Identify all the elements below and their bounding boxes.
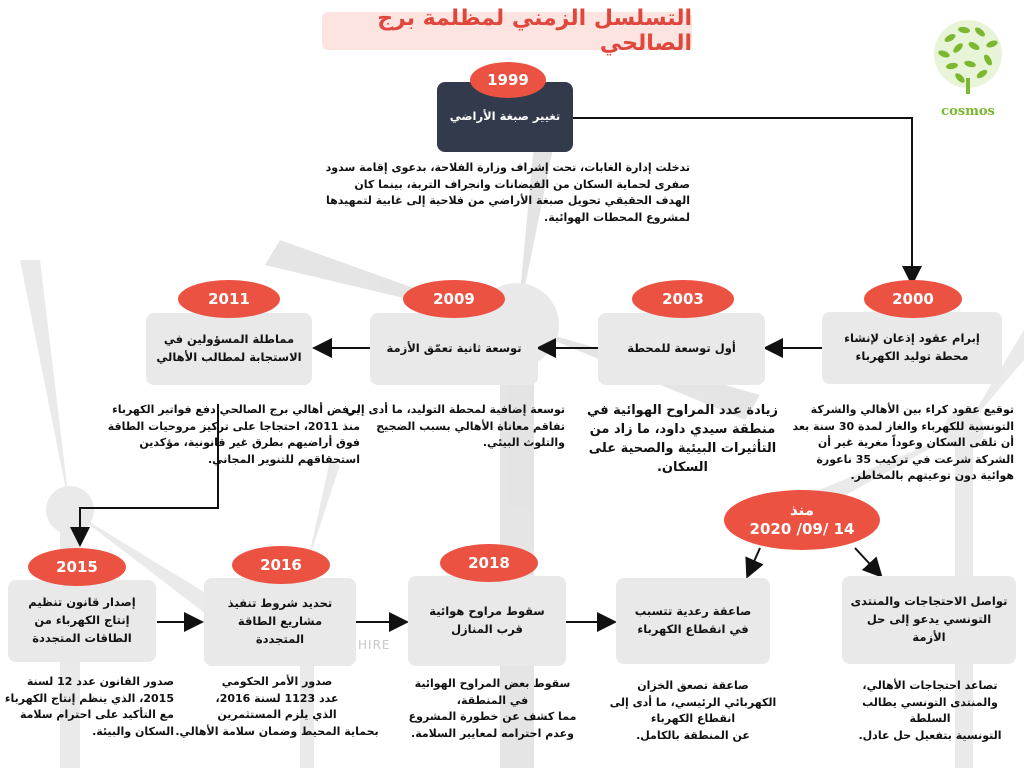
year-badge-2015: 2015 <box>28 548 126 586</box>
event-box-2018: سقوط مراوح هوائية قرب المنازل <box>408 576 566 666</box>
year-badge-2018: 2018 <box>440 544 538 582</box>
event-desc-2009: توسعة إضافية لمحطة التوليد، ما أدى إلى ت… <box>345 403 565 449</box>
event-desc-2011: يرفض أهالي برج الصالحي دفع فواتير الكهرب… <box>107 403 360 466</box>
year-badge-2000: 2000 <box>864 280 962 318</box>
since-date: 2020 /09/ 14 <box>749 520 855 538</box>
event-box-2015: إصدار قانون تنظيم إنتاج الكهرباء من الطا… <box>8 580 156 662</box>
event-box-2009: توسعة ثانية تعمّق الأزمة <box>370 313 538 385</box>
event-desc-2018: سقوط بعض المراوح الهوائية في المنطقة، مم… <box>408 677 577 740</box>
year-badge-2009: 2009 <box>403 280 505 318</box>
year-badge-2016: 2016 <box>232 546 330 584</box>
tree-logo-icon <box>934 20 1002 94</box>
event-desc-2000: توقيع عقود كراء بين الأهالي والشركة التو… <box>792 403 1014 482</box>
event-box-lightning: صاعقة رعدية تتسبب في انقطاع الكهرباء <box>616 578 770 664</box>
page-title: التسلسل الزمني لمظلمة برج الصالحي <box>322 6 692 56</box>
event-desc-lightning: صاعقة تصعق الخزان الكهربائي الرئيسي، ما … <box>609 679 777 742</box>
cosmos-logo: cosmos <box>920 8 1016 124</box>
event-desc-1999: تدخلت إدارة الغابات، تحت إشراف وزارة الف… <box>325 161 690 224</box>
year-badge-2011: 2011 <box>178 280 280 318</box>
since-date-badge: منذ 2020 /09/ 14 <box>724 490 880 550</box>
event-box-2011: مماطلة المسؤولين في الاستجابة لمطالب الأ… <box>146 313 312 385</box>
watermark-text: HIRE <box>358 638 391 652</box>
year-badge-2003: 2003 <box>632 280 734 318</box>
logo-name: cosmos <box>941 104 995 119</box>
event-box-protests: تواصل الاحتجاجات والمنتدى التونسي يدعو إ… <box>842 576 1016 664</box>
event-desc-2003: زيادة عدد المراوح الهوائية في منطقة سيدي… <box>586 403 779 475</box>
event-desc-protests: تصاعد احتجاجات الأهالي، والمنتدى التونسي… <box>858 679 1002 742</box>
event-box-2000: إبرام عقود إذعان لإنشاء محطة توليد الكهر… <box>822 312 1002 384</box>
since-label: منذ <box>789 500 815 519</box>
event-box-2016: تحديد شروط تنفيذ مشاريع الطاقة المتجددة <box>204 578 356 666</box>
year-badge-1999: 1999 <box>470 62 546 98</box>
event-desc-2016: صدور الأمر الحكومي عدد 1123 لسنة 2016، ا… <box>175 675 379 738</box>
event-box-2003: أول توسعة للمحطة <box>598 313 765 385</box>
event-desc-2015: صدور القانون عدد 12 لسنة 2015، الذي ينظم… <box>4 675 174 738</box>
